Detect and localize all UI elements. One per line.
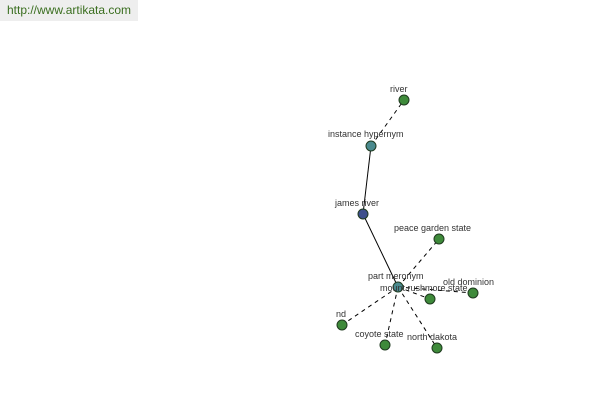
node-james-river[interactable]: james river: [334, 198, 379, 220]
node-label-mount-rushmore-state: mount rushmore state: [380, 283, 468, 293]
node-instance-hypernym[interactable]: instance hypernym: [328, 129, 404, 152]
node-nd[interactable]: nd: [336, 309, 348, 331]
node-marker-coyote-state[interactable]: [379, 339, 391, 351]
node-peace-garden-state[interactable]: peace garden state: [394, 223, 471, 245]
node-label-coyote-state: coyote state: [355, 329, 404, 339]
node-label-old-dominion: old dominion: [443, 277, 494, 287]
node-label-north-dakota: north dakota: [407, 332, 457, 342]
node-mount-rushmore-state[interactable]: mount rushmore state: [380, 283, 468, 305]
node-part-meronym[interactable]: part meronym: [368, 271, 424, 293]
source-url-banner[interactable]: http://www.artikata.com: [0, 0, 138, 21]
node-marker-peace-garden-state[interactable]: [433, 233, 445, 245]
node-label-james-river: james river: [334, 198, 379, 208]
node-marker-nd[interactable]: [336, 319, 348, 331]
node-label-river: river: [390, 84, 408, 94]
edge-part-meronym-to-peace-garden-state: [397, 238, 440, 288]
edge-part-meronym-to-mount-rushmore-state: [397, 286, 431, 300]
node-marker-mount-rushmore-state[interactable]: [424, 293, 436, 305]
edge-james-river-to-instance-hypernym: [362, 145, 372, 215]
node-river[interactable]: river: [390, 84, 410, 106]
edge-james-river-to-part-meronym: [362, 213, 399, 288]
edge-part-meronym-to-coyote-state: [384, 286, 399, 346]
graph-nodes: james river instance hypernym river part me…: [328, 84, 494, 354]
node-north-dakota[interactable]: north dakota: [407, 332, 457, 354]
node-old-dominion[interactable]: old dominion: [443, 277, 494, 299]
node-label-instance-hypernym: instance hypernym: [328, 129, 404, 139]
node-marker-part-meronym[interactable]: [392, 281, 404, 293]
node-marker-instance-hypernym[interactable]: [365, 140, 377, 152]
node-marker-river[interactable]: [398, 94, 410, 106]
edge-instance-hypernym-to-river: [370, 99, 405, 147]
edge-part-meronym-to-nd: [341, 286, 399, 326]
node-coyote-state[interactable]: coyote state: [355, 329, 404, 351]
graph-edges: [341, 99, 474, 349]
node-marker-old-dominion[interactable]: [467, 287, 479, 299]
node-label-nd: nd: [336, 309, 346, 319]
node-label-peace-garden-state: peace garden state: [394, 223, 471, 233]
node-label-part-meronym: part meronym: [368, 271, 424, 281]
node-marker-james-river[interactable]: [357, 208, 369, 220]
node-marker-north-dakota[interactable]: [431, 342, 443, 354]
